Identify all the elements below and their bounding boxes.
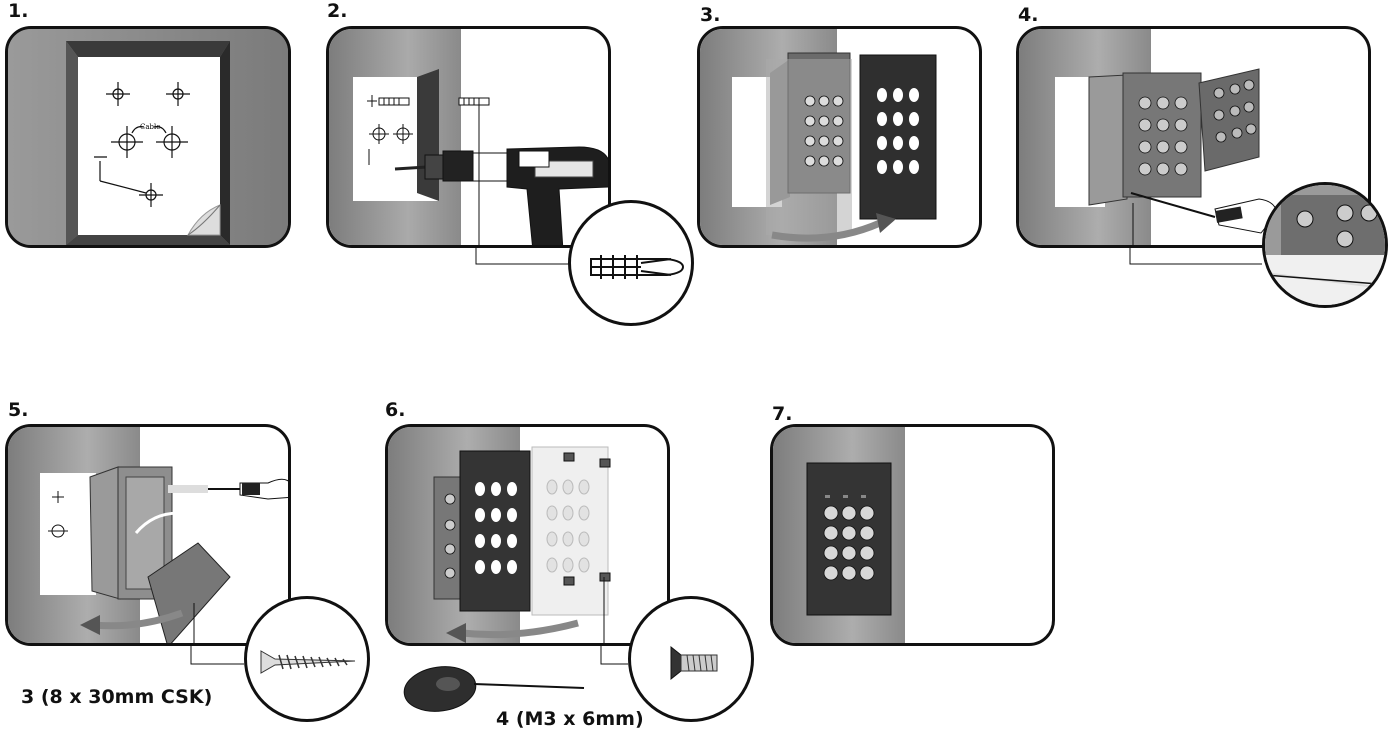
machine-screw-inset — [628, 596, 754, 722]
step-1-label: 1. — [8, 0, 28, 22]
machine-screw-icon — [631, 599, 754, 722]
screws-caption: 3 (8 x 30mm CSK) — [21, 686, 212, 708]
step-1-panel: Cable — [5, 26, 291, 248]
step-3-label: 3. — [700, 4, 720, 26]
step-4-label: 4. — [1018, 4, 1038, 26]
wood-screw-inset — [244, 596, 370, 722]
keypad-removal-illustration — [700, 29, 982, 248]
step-5-label: 5. — [8, 399, 28, 421]
machine-screws-caption: 4 (M3 x 6mm) — [496, 708, 644, 730]
drilling-illustration — [329, 29, 611, 248]
wood-screw-icon — [247, 599, 370, 722]
keypad-icon — [1123, 73, 1201, 197]
finished-keypad-illustration — [773, 427, 1055, 646]
step-7-label: 7. — [772, 403, 792, 425]
wood-facia-plate — [460, 451, 530, 611]
wall-plug-icon — [571, 203, 694, 326]
screwdriver-icon — [168, 479, 291, 499]
cable-label: Cable — [140, 123, 160, 131]
step-2-label: 2. — [327, 0, 347, 22]
wall-plug-inset — [568, 200, 694, 326]
step-3-panel — [697, 26, 982, 248]
pry-detail-illustration — [1265, 185, 1388, 308]
pry-detail-inset — [1262, 182, 1388, 308]
step-6-label: 6. — [385, 399, 405, 421]
step-2-panel — [326, 26, 611, 248]
step-7-panel — [770, 424, 1055, 646]
step-6-panel — [385, 424, 670, 646]
drilling-template-illustration: Cable — [8, 29, 291, 248]
facia-fitting-illustration — [388, 427, 670, 646]
screwdriver-icon — [1131, 193, 1277, 233]
